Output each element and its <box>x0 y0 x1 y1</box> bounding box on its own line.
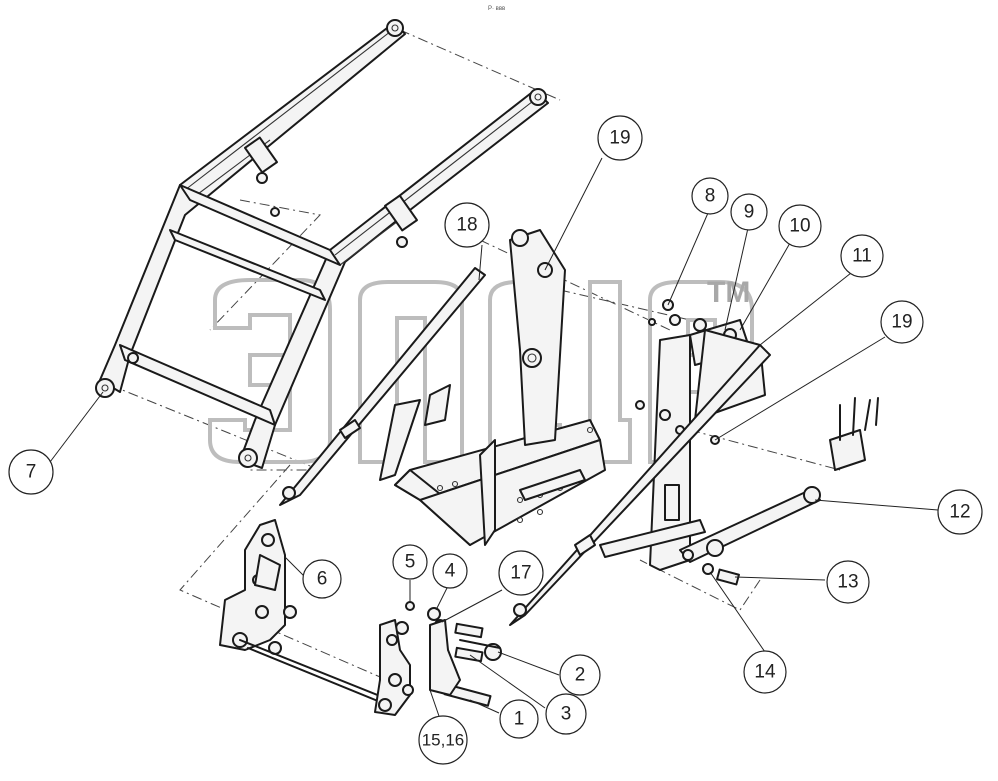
quick-attach-plates <box>219 519 461 716</box>
callout-10: 10 <box>778 204 822 248</box>
callout-4: 4 <box>432 553 468 589</box>
callout-label: 6 <box>317 569 328 590</box>
callout-label: 19 <box>609 128 630 149</box>
watermark-tm: TM <box>707 276 750 309</box>
callout-label: 3 <box>561 704 572 725</box>
callout-label: 15,16 <box>422 731 465 750</box>
callout-label: 9 <box>744 202 755 223</box>
loader-boom-frame <box>95 19 549 469</box>
callout-label: 11 <box>852 246 872 267</box>
callout-label: 4 <box>445 561 456 582</box>
callout-label: 19 <box>891 312 912 333</box>
callout-11: 11 <box>840 234 884 278</box>
callout-19b: 19 <box>880 300 924 344</box>
callout-3: 3 <box>545 693 587 735</box>
callout-label: 2 <box>575 665 586 686</box>
callout-label: 7 <box>26 462 37 483</box>
callout-5: 5 <box>392 544 428 580</box>
callout-label: 18 <box>456 215 477 236</box>
callout-label: 14 <box>754 662 776 683</box>
callout-label: 12 <box>949 502 970 523</box>
callout-2: 2 <box>559 654 601 696</box>
callout-label: 8 <box>705 186 716 207</box>
header-mark: Р· ввв <box>488 6 505 12</box>
callout-13: 13 <box>826 560 870 604</box>
callout-8: 8 <box>691 177 729 215</box>
leader-lines <box>49 157 939 720</box>
callout-17: 17 <box>498 550 544 596</box>
callout-label: 17 <box>510 563 531 584</box>
callout-9: 9 <box>730 193 768 231</box>
callout-18: 18 <box>444 202 490 248</box>
callout-6: 6 <box>302 559 342 599</box>
callout-12: 12 <box>937 489 983 535</box>
pins-and-bushings <box>395 299 740 707</box>
callout-19: 19 <box>597 115 643 161</box>
callout-14: 14 <box>743 650 787 694</box>
callout-label: 5 <box>405 552 416 573</box>
callout-label: 1 <box>514 709 525 730</box>
callout-15-16: 15,16 <box>418 715 468 765</box>
callout-1: 1 <box>499 699 539 739</box>
callout-label: 10 <box>789 216 810 237</box>
callout-7: 7 <box>8 449 54 495</box>
callout-label: 13 <box>837 572 858 593</box>
